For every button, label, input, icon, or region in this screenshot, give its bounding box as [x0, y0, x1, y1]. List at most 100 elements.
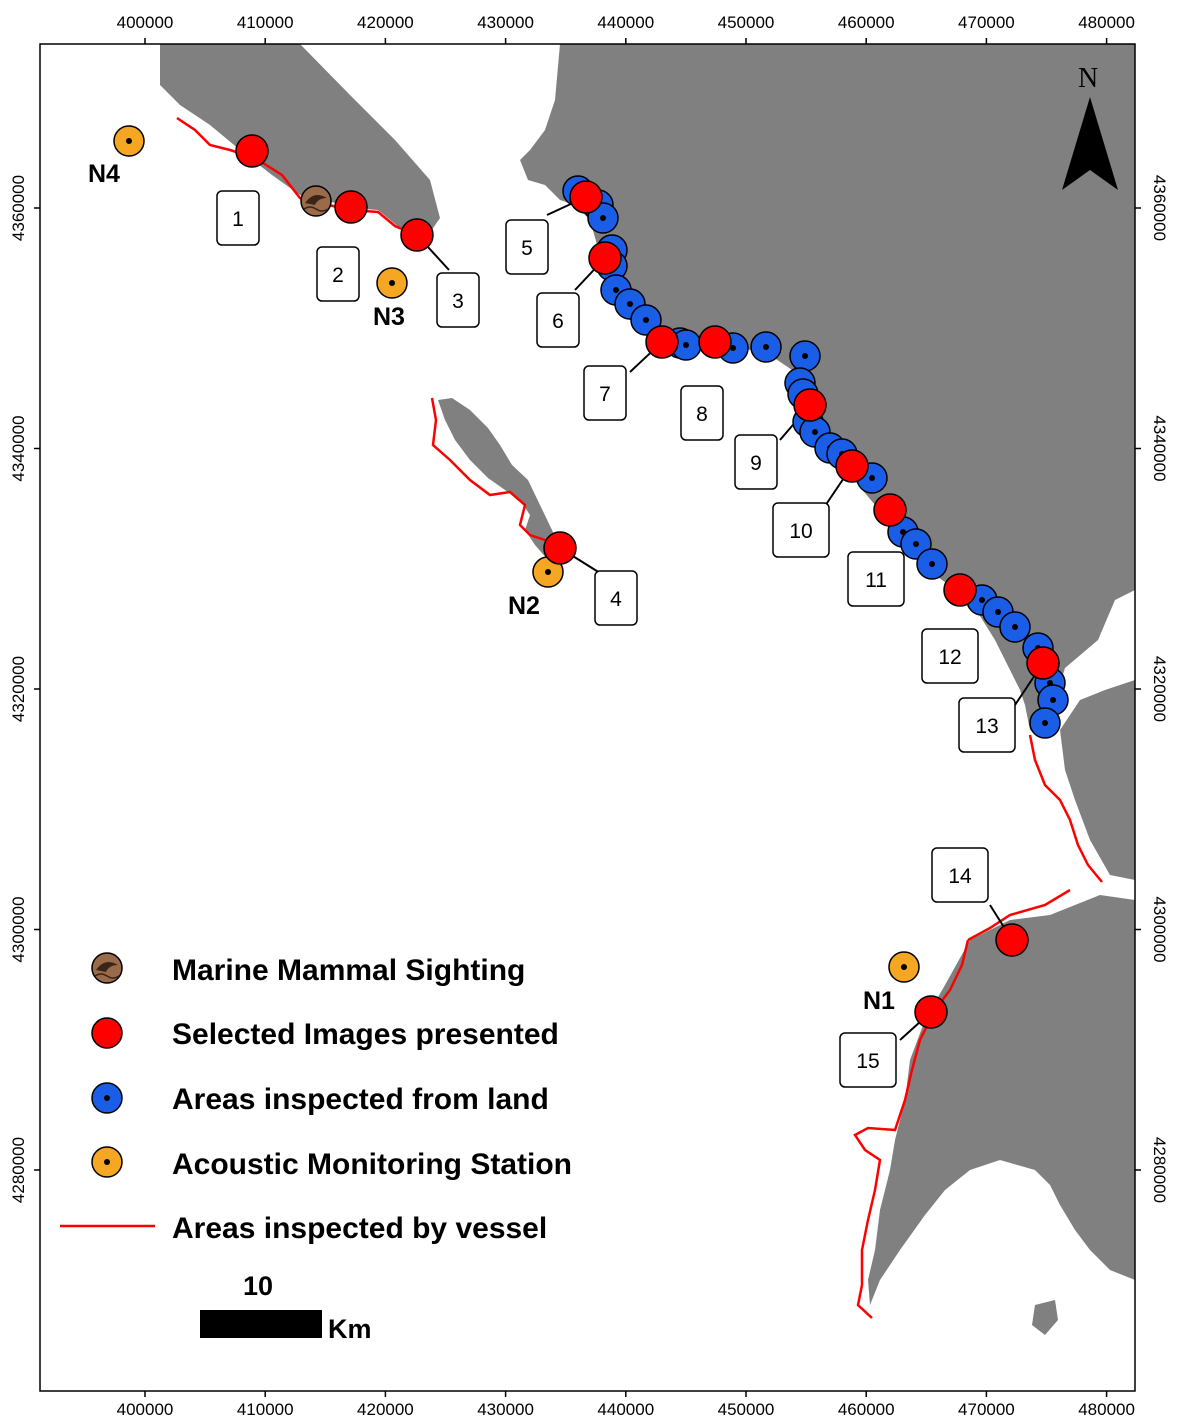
legend-label-vessel: Areas inspected by vessel [172, 1212, 547, 1245]
legend-label-land: Areas inspected from land [172, 1083, 549, 1116]
callout-label: 12 [938, 646, 961, 669]
marine-mammal-sighting [300, 185, 332, 217]
callout-1: 1 [216, 190, 260, 246]
selected-image-point [645, 325, 679, 359]
station-label-n1: N1 [863, 987, 895, 1015]
vessel-track-east [1028, 734, 1103, 883]
x-tick-label-bottom: 480000 [1078, 1400, 1135, 1419]
selected-image-point [569, 180, 603, 214]
callout-label: 15 [856, 1050, 879, 1073]
x-tick-label-bottom: 460000 [838, 1400, 895, 1419]
legend-item-vessel: Areas inspected by vessel [60, 1212, 547, 1245]
land-mainland [520, 44, 1135, 735]
y-tick-label-left: 4360000 [9, 175, 28, 241]
callout-label: 1 [232, 208, 244, 231]
x-tick-label-top: 460000 [838, 13, 895, 32]
legend-item-selected: Selected Images presented [91, 1017, 559, 1051]
callout-label: 8 [696, 403, 708, 426]
y-tick-label-right: 4300000 [1150, 896, 1169, 962]
selected-image-point [995, 923, 1029, 957]
callout-label: 5 [521, 237, 533, 260]
legend-label-acoustic: Acoustic Monitoring Station [172, 1148, 572, 1181]
selected-image-point [835, 449, 869, 483]
legend-item-acoustic: Acoustic Monitoring Station [91, 1146, 572, 1181]
x-tick-label-top: 470000 [958, 13, 1015, 32]
vessel-track-island [430, 397, 563, 550]
scale-bar: 10 Km [200, 1271, 372, 1344]
x-tick-label-bottom: 420000 [357, 1400, 414, 1419]
selected-image-point [793, 388, 827, 422]
land-inspection-point [630, 304, 662, 336]
land-inspection-point [789, 340, 821, 372]
north-label: N [1078, 63, 1098, 94]
callout-label: 3 [452, 290, 464, 313]
callout-label: 6 [552, 310, 564, 333]
dolphin-icon [96, 961, 118, 972]
x-tick-label-bottom: 470000 [958, 1400, 1015, 1419]
axis-ticks: 4000004000004100004100004200004200004300… [9, 13, 1169, 1419]
callout-label: 9 [750, 452, 762, 475]
acoustic-station-n3 [376, 267, 408, 299]
land-inspection-point [750, 331, 782, 363]
land-masses [160, 44, 1135, 1335]
callout-label: 2 [332, 264, 344, 287]
callout-13: 13 [958, 697, 1016, 753]
land-inspection-point [999, 611, 1031, 643]
callout-label: 10 [789, 520, 812, 543]
x-tick-label-top: 440000 [597, 13, 654, 32]
x-tick-label-bottom: 410000 [237, 1400, 294, 1419]
scale-bar-value: 10 [243, 1271, 273, 1301]
selected-image-point [543, 531, 577, 565]
callout-2: 2 [316, 246, 360, 302]
callout-6: 6 [536, 292, 580, 348]
callout-4: 4 [594, 570, 638, 626]
callout-label: 7 [599, 383, 611, 406]
north-arrow-icon [1062, 97, 1090, 190]
y-tick-label-right: 4280000 [1150, 1137, 1169, 1203]
x-tick-label-top: 410000 [237, 13, 294, 32]
selected-image-point [588, 241, 622, 275]
station-labels: N4 N3 N2 N1 [88, 160, 895, 1015]
x-tick-label-bottom: 450000 [718, 1400, 775, 1419]
acoustic-station-n4 [113, 125, 145, 157]
land-northwest [160, 44, 440, 240]
selected-image-point [400, 218, 434, 252]
legend-label-selected: Selected Images presented [172, 1018, 559, 1051]
land-inspection-point [1029, 707, 1061, 739]
scale-bar-unit: Km [328, 1314, 372, 1344]
callout-label: 14 [948, 865, 972, 888]
selected-image-point [914, 995, 948, 1029]
callout-11: 11 [847, 551, 905, 607]
callout-5: 5 [505, 219, 549, 275]
x-tick-label-top: 400000 [117, 13, 174, 32]
x-tick-label-top: 430000 [477, 13, 534, 32]
callout-label: 11 [865, 569, 887, 592]
callout-9: 9 [734, 434, 778, 490]
selected-image-point [698, 325, 732, 359]
legend: Marine Mammal Sighting Selected Images p… [60, 952, 572, 1245]
callout-3: 3 [436, 272, 480, 328]
callout-label: 4 [610, 588, 622, 611]
selected-image-point [235, 134, 269, 168]
station-label-n3: N3 [373, 303, 405, 331]
callout-label: 13 [975, 715, 998, 738]
x-tick-label-bottom: 440000 [597, 1400, 654, 1419]
acoustic-stations [113, 125, 920, 983]
callout-14: 14 [931, 847, 989, 903]
land-islet [1032, 1300, 1058, 1335]
x-tick-label-top: 450000 [718, 13, 775, 32]
x-tick-label-top: 480000 [1078, 13, 1135, 32]
x-tick-label-bottom: 430000 [477, 1400, 534, 1419]
station-label-n2: N2 [508, 592, 540, 620]
station-label-n4: N4 [88, 160, 120, 188]
selected-image-point [943, 573, 977, 607]
y-tick-label-left: 4280000 [9, 1137, 28, 1203]
legend-item-land: Areas inspected from land [91, 1082, 549, 1116]
dolphin-icon [305, 194, 327, 205]
vessel-track-northwest [176, 116, 419, 238]
legend-label-mammal: Marine Mammal Sighting [172, 954, 525, 987]
land-island-south [868, 895, 1135, 1305]
callout-8: 8 [680, 385, 724, 441]
callout-15: 15 [839, 1032, 897, 1088]
